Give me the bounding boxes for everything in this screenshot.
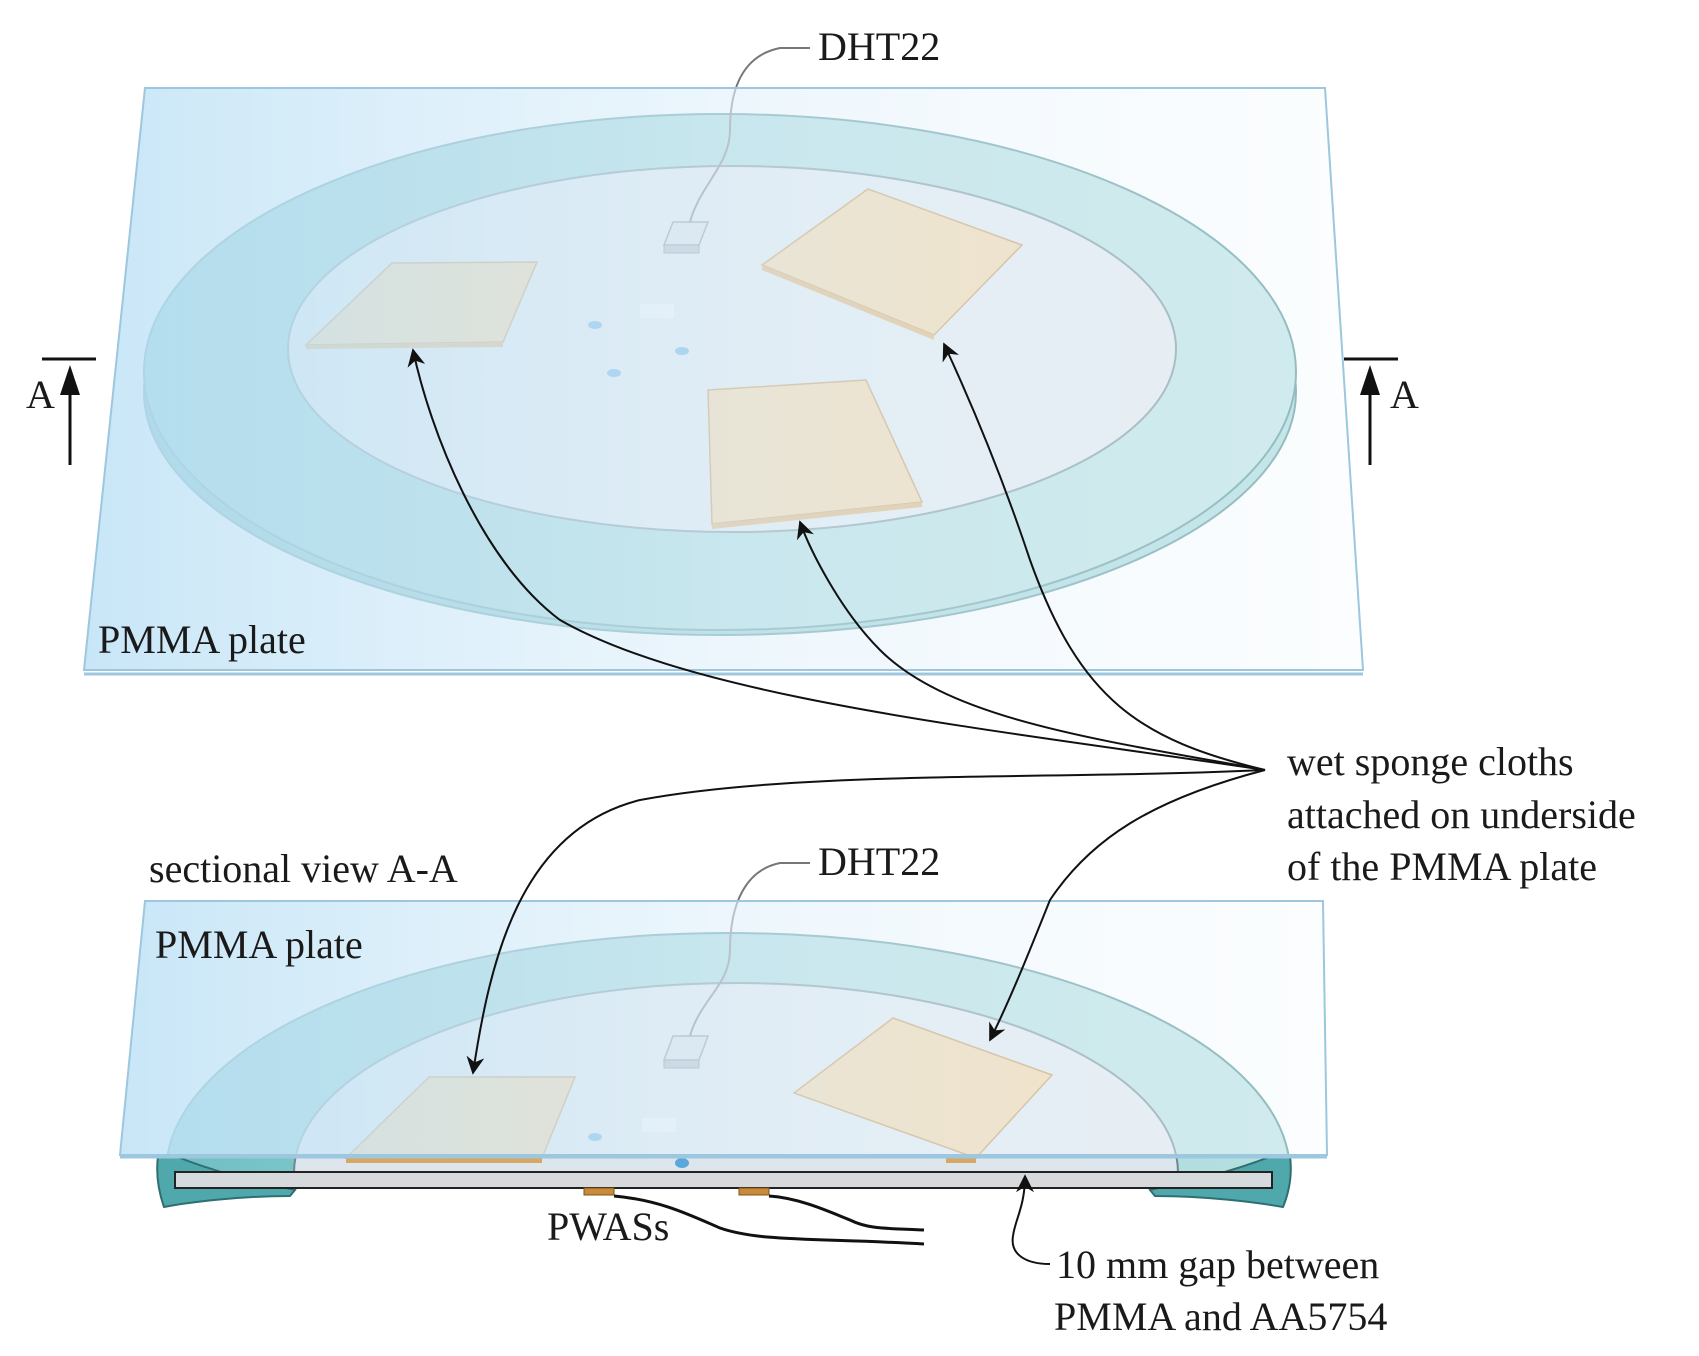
section-marker-right-label: A — [1390, 372, 1419, 417]
pwas-1 — [583, 1187, 615, 1196]
callout-arrows — [407, 342, 1266, 1265]
section-title: sectional view A-A — [149, 846, 458, 891]
gap-label-line-2: PMMA and AA5754 — [1054, 1294, 1387, 1339]
top-sensor-label: DHT22 — [818, 24, 940, 69]
section-marker-left — [42, 357, 96, 465]
aa5754-plate — [174, 1171, 1273, 1189]
arrow-to-gap — [1011, 1174, 1051, 1265]
pwas-wire-1 — [613, 1194, 925, 1246]
arrow-to-section-left-sponge — [466, 769, 1266, 1075]
sectional-view — [118, 862, 1329, 1246]
pwas-label: PWASs — [547, 1204, 669, 1249]
section-plate-label: PMMA plate — [155, 922, 363, 967]
labels: PMMA plate DHT22 A A wet sponge cloths a… — [26, 24, 1636, 1339]
pmma-plate-section — [118, 900, 1329, 1156]
arrow-to-top-right-sponge — [942, 342, 1266, 771]
pwas-wire-2 — [768, 1194, 925, 1232]
arrow-to-top-center-sponge — [796, 520, 1266, 771]
callout-line-1: wet sponge cloths — [1287, 739, 1574, 784]
section-marker-right — [1344, 357, 1398, 465]
pwas-2 — [738, 1187, 770, 1196]
arrow-to-section-right-sponge — [989, 769, 1266, 1042]
top-plate-label: PMMA plate — [98, 617, 306, 662]
pmma-plate-top — [82, 87, 1365, 671]
gap-label-line-1: 10 mm gap between — [1056, 1242, 1379, 1287]
section-marker-left-label: A — [26, 372, 55, 417]
callout-line-2: attached on underside — [1287, 792, 1636, 837]
arrow-to-top-left-sponge — [407, 348, 1266, 771]
callout-line-3: of the PMMA plate — [1287, 844, 1597, 889]
section-sensor-label: DHT22 — [818, 839, 940, 884]
top-view — [42, 47, 1398, 676]
